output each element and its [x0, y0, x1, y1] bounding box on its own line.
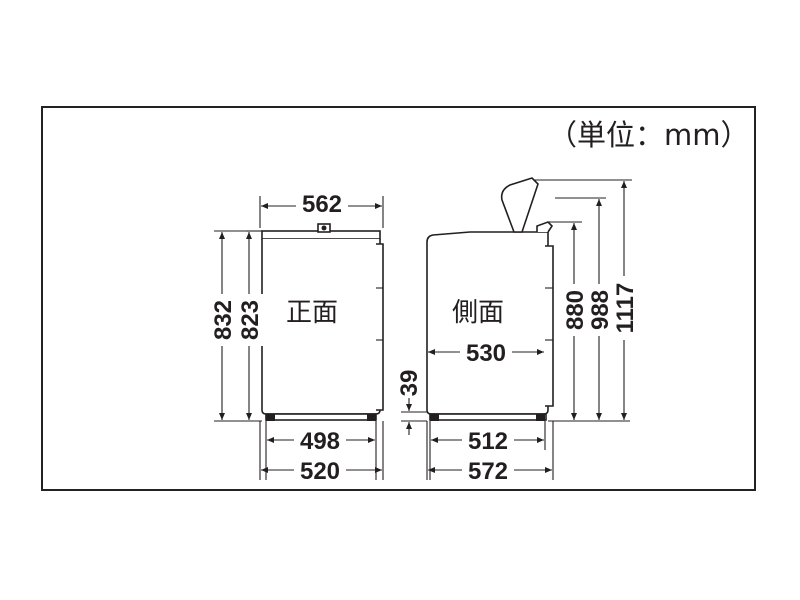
- side-lid-open-height-value: 1117: [612, 283, 639, 334]
- side-view: 側面 530 39 880 988 1117 512: [396, 177, 639, 485]
- side-foot-front: [430, 414, 439, 421]
- front-side-panel: [376, 243, 384, 411]
- front-view-label: 正面: [286, 298, 338, 328]
- side-back-panel: [545, 245, 554, 407]
- front-foot-left: [266, 414, 275, 421]
- front-base: [265, 413, 377, 421]
- front-inlet-cap: [321, 225, 327, 231]
- unit-label: （単位：mm）: [548, 118, 750, 152]
- side-open-lid: [500, 177, 539, 233]
- side-base: [429, 413, 547, 421]
- side-hose-height-value: 988: [587, 290, 614, 330]
- side-clearance-value: 39: [396, 370, 423, 397]
- diagram-frame: [41, 106, 756, 491]
- side-depth-value: 530: [466, 340, 506, 367]
- side-water-inlet: [536, 221, 554, 233]
- front-width-value: 562: [302, 191, 342, 218]
- front-body-height-value: 823: [237, 300, 264, 340]
- side-body-height-value: 880: [562, 290, 589, 330]
- front-feet-width-value: 498: [300, 428, 340, 455]
- side-cabinet: [426, 231, 549, 415]
- front-total-height-value: 832: [210, 300, 237, 340]
- front-view: 正面 562 832 823 498 520: [208, 190, 384, 485]
- front-base-width-value: 520: [300, 458, 340, 485]
- front-foot-right: [367, 414, 376, 421]
- side-view-label: 側面: [452, 298, 504, 328]
- side-base-depth-value: 572: [468, 458, 508, 485]
- side-foot-rear: [536, 414, 545, 421]
- side-feet-depth-value: 512: [468, 428, 508, 455]
